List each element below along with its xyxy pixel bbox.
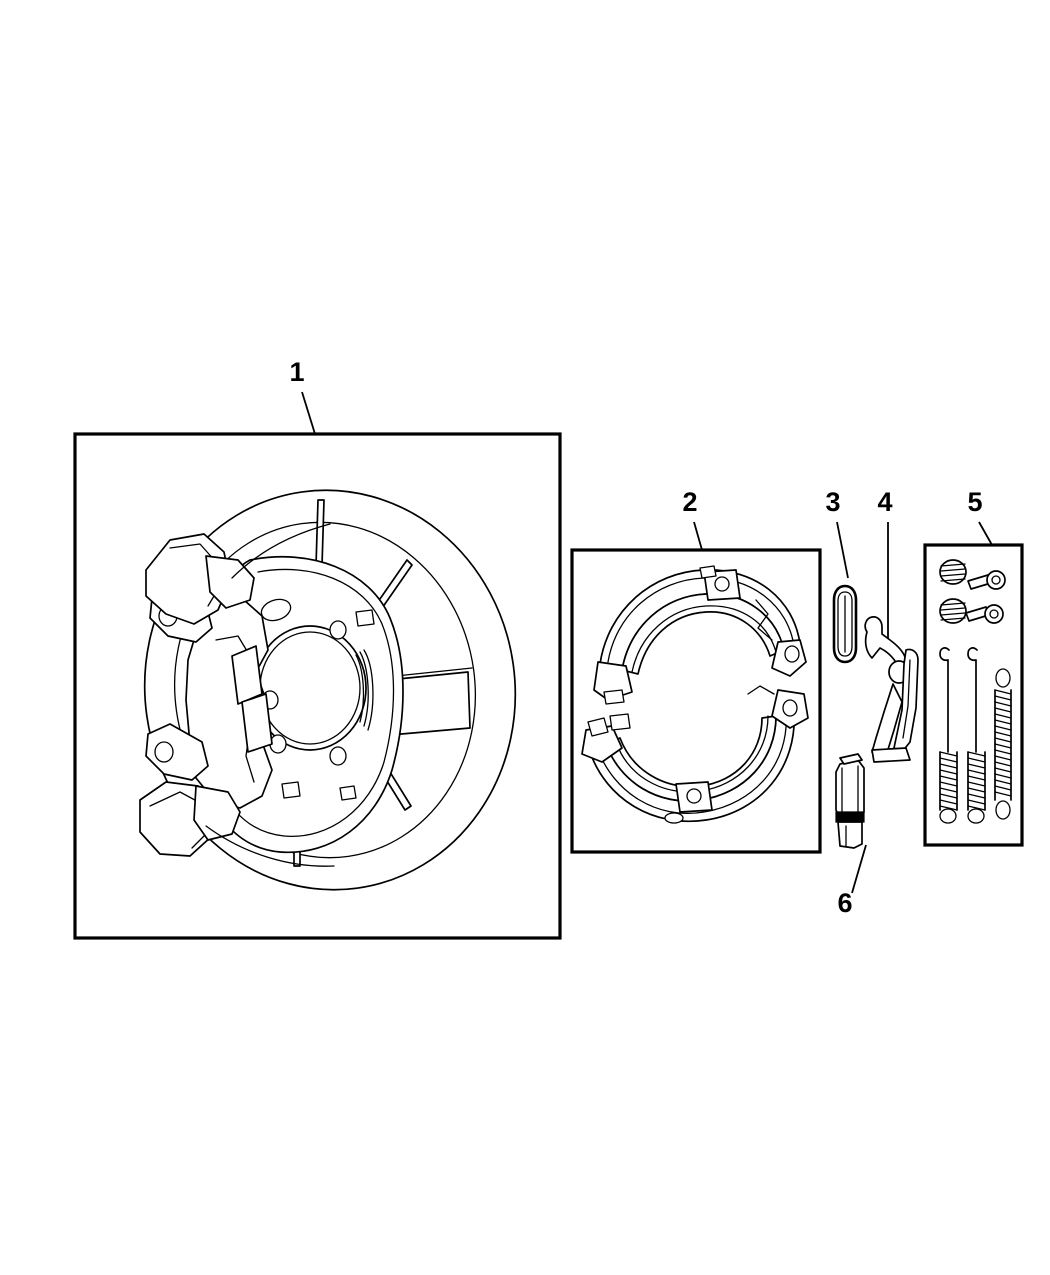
lug-hole-upper-right bbox=[329, 620, 347, 640]
holddown-pin-upper-head bbox=[986, 570, 1006, 590]
callout-label-3: 3 bbox=[825, 487, 840, 517]
spring-clip-outer-loop bbox=[832, 584, 858, 664]
return-spring-middle bbox=[967, 647, 986, 824]
rotor-slot-top bbox=[315, 499, 325, 567]
return-spring-left bbox=[939, 647, 958, 824]
brake-shoe-upper-notch bbox=[699, 565, 717, 579]
caliper-bracket-ear-lower bbox=[145, 723, 209, 781]
caliper-bolt-hole-lower bbox=[154, 741, 174, 763]
panel-box-5 bbox=[923, 543, 1024, 847]
brake-shoe-lower-bottom-boss bbox=[664, 812, 684, 824]
leader-line-6 bbox=[851, 844, 867, 894]
return-spring-left-coil-edges bbox=[939, 751, 958, 811]
rotor-inner-face bbox=[173, 521, 477, 859]
panel-box-2 bbox=[570, 548, 822, 854]
leader-line-3 bbox=[836, 521, 849, 579]
adjuster-body-barrel bbox=[835, 759, 865, 819]
return-spring-middle-coils bbox=[967, 751, 986, 811]
hub-bore-shade-3 bbox=[363, 649, 374, 731]
shield-tab-bottom bbox=[281, 781, 301, 799]
shield-edge-guide-lower bbox=[205, 825, 335, 867]
return-spring-middle-end-loop bbox=[967, 808, 985, 824]
adjuster-spring-coils bbox=[994, 689, 1012, 797]
hub-bore-shade-2 bbox=[359, 651, 369, 727]
brake-shoe-lower-detail-notch bbox=[747, 685, 775, 695]
adjuster-spring-top-loop bbox=[995, 668, 1011, 688]
return-spring-left-end-loop bbox=[939, 808, 957, 824]
spring-clip-inner-loop bbox=[837, 591, 853, 657]
brake-shoe-upper-detail-notch bbox=[755, 599, 773, 641]
parking-brake-shoe-adjuster bbox=[835, 753, 865, 849]
actuator-lever-foot bbox=[871, 747, 911, 763]
holddown-pin-upper bbox=[967, 570, 1006, 590]
actuator-lever-right-rail-groove bbox=[902, 659, 911, 739]
holddown-pin-lower-head-center bbox=[989, 609, 999, 619]
coil-spring-upper-windings bbox=[940, 563, 966, 582]
return-spring-left-hook-and-rod bbox=[939, 647, 950, 753]
adjuster-star-wheel-teeth bbox=[838, 811, 860, 823]
leader-line-1 bbox=[301, 391, 316, 435]
callout-label-4: 4 bbox=[877, 487, 892, 517]
parking-brake-actuator-lever bbox=[864, 616, 919, 763]
adjuster-top-cap bbox=[839, 753, 863, 765]
adjuster-tension-spring-right bbox=[994, 668, 1012, 820]
callout-label-5: 5 bbox=[967, 487, 982, 517]
shield-tab-bottom-right bbox=[339, 785, 357, 801]
holddown-pin-lower bbox=[965, 604, 1004, 624]
callout-label-6: 6 bbox=[837, 888, 852, 918]
panel-box-1 bbox=[73, 432, 562, 940]
knuckle-lower-arm-tip bbox=[193, 785, 241, 841]
holddown-coil-spring-upper bbox=[939, 559, 967, 585]
shoe-web-rib-upper bbox=[231, 645, 263, 705]
brake-shoe-lower-holddown-hole bbox=[686, 788, 702, 804]
actuator-lever-hook-arm bbox=[864, 616, 907, 667]
adjuster-star-wheel bbox=[835, 811, 865, 823]
return-spring-left-coils bbox=[939, 751, 958, 811]
holddown-pin-upper-head-center bbox=[991, 575, 1001, 585]
parking-brake-shoe-set bbox=[581, 565, 809, 824]
holddown-pin-lower-head bbox=[984, 604, 1004, 624]
callout-label-2: 2 bbox=[682, 487, 697, 517]
brake-shoe-upper-holddown-hole bbox=[714, 576, 730, 592]
brake-shoe-lower-pin-hole-right bbox=[782, 699, 798, 717]
return-spring-middle-hook-and-rod bbox=[967, 647, 978, 753]
leader-line-2 bbox=[693, 521, 703, 551]
brake-shoe-upper-pin-hole-right bbox=[784, 645, 800, 663]
adjuster-lower-socket bbox=[837, 821, 863, 849]
holddown-coil-spring-lower bbox=[939, 598, 967, 624]
parking-brake-hardware-kit bbox=[939, 559, 1012, 824]
hold-down-spring-clip bbox=[832, 584, 858, 664]
coil-spring-lower-windings bbox=[940, 602, 966, 621]
callout-label-1: 1 bbox=[289, 357, 304, 387]
lug-hole-lower-right bbox=[329, 746, 347, 766]
shoe-web-rib-lower bbox=[241, 693, 273, 753]
return-spring-middle-coil-edges bbox=[967, 751, 986, 811]
brake-shoe-lower-notch bbox=[609, 713, 631, 731]
brake-shield-rotor-knuckle-assembly bbox=[139, 489, 517, 891]
actuator-lever-right-rail bbox=[893, 648, 919, 753]
brake-shoe-lower-lining-edge bbox=[597, 711, 787, 814]
hub-bore-shade-1 bbox=[355, 654, 365, 723]
adjuster-spring-bottom-loop bbox=[995, 800, 1011, 820]
shield-tab-top-right bbox=[355, 609, 375, 627]
brake-shoe-lower-end-left-tab bbox=[587, 717, 609, 737]
shield-edge-guide-upper bbox=[231, 523, 331, 579]
brake-shoe-upper-web-edge bbox=[631, 605, 777, 673]
brake-shoe-upper-end-left-tab bbox=[603, 689, 625, 705]
leader-line-5 bbox=[978, 521, 993, 546]
